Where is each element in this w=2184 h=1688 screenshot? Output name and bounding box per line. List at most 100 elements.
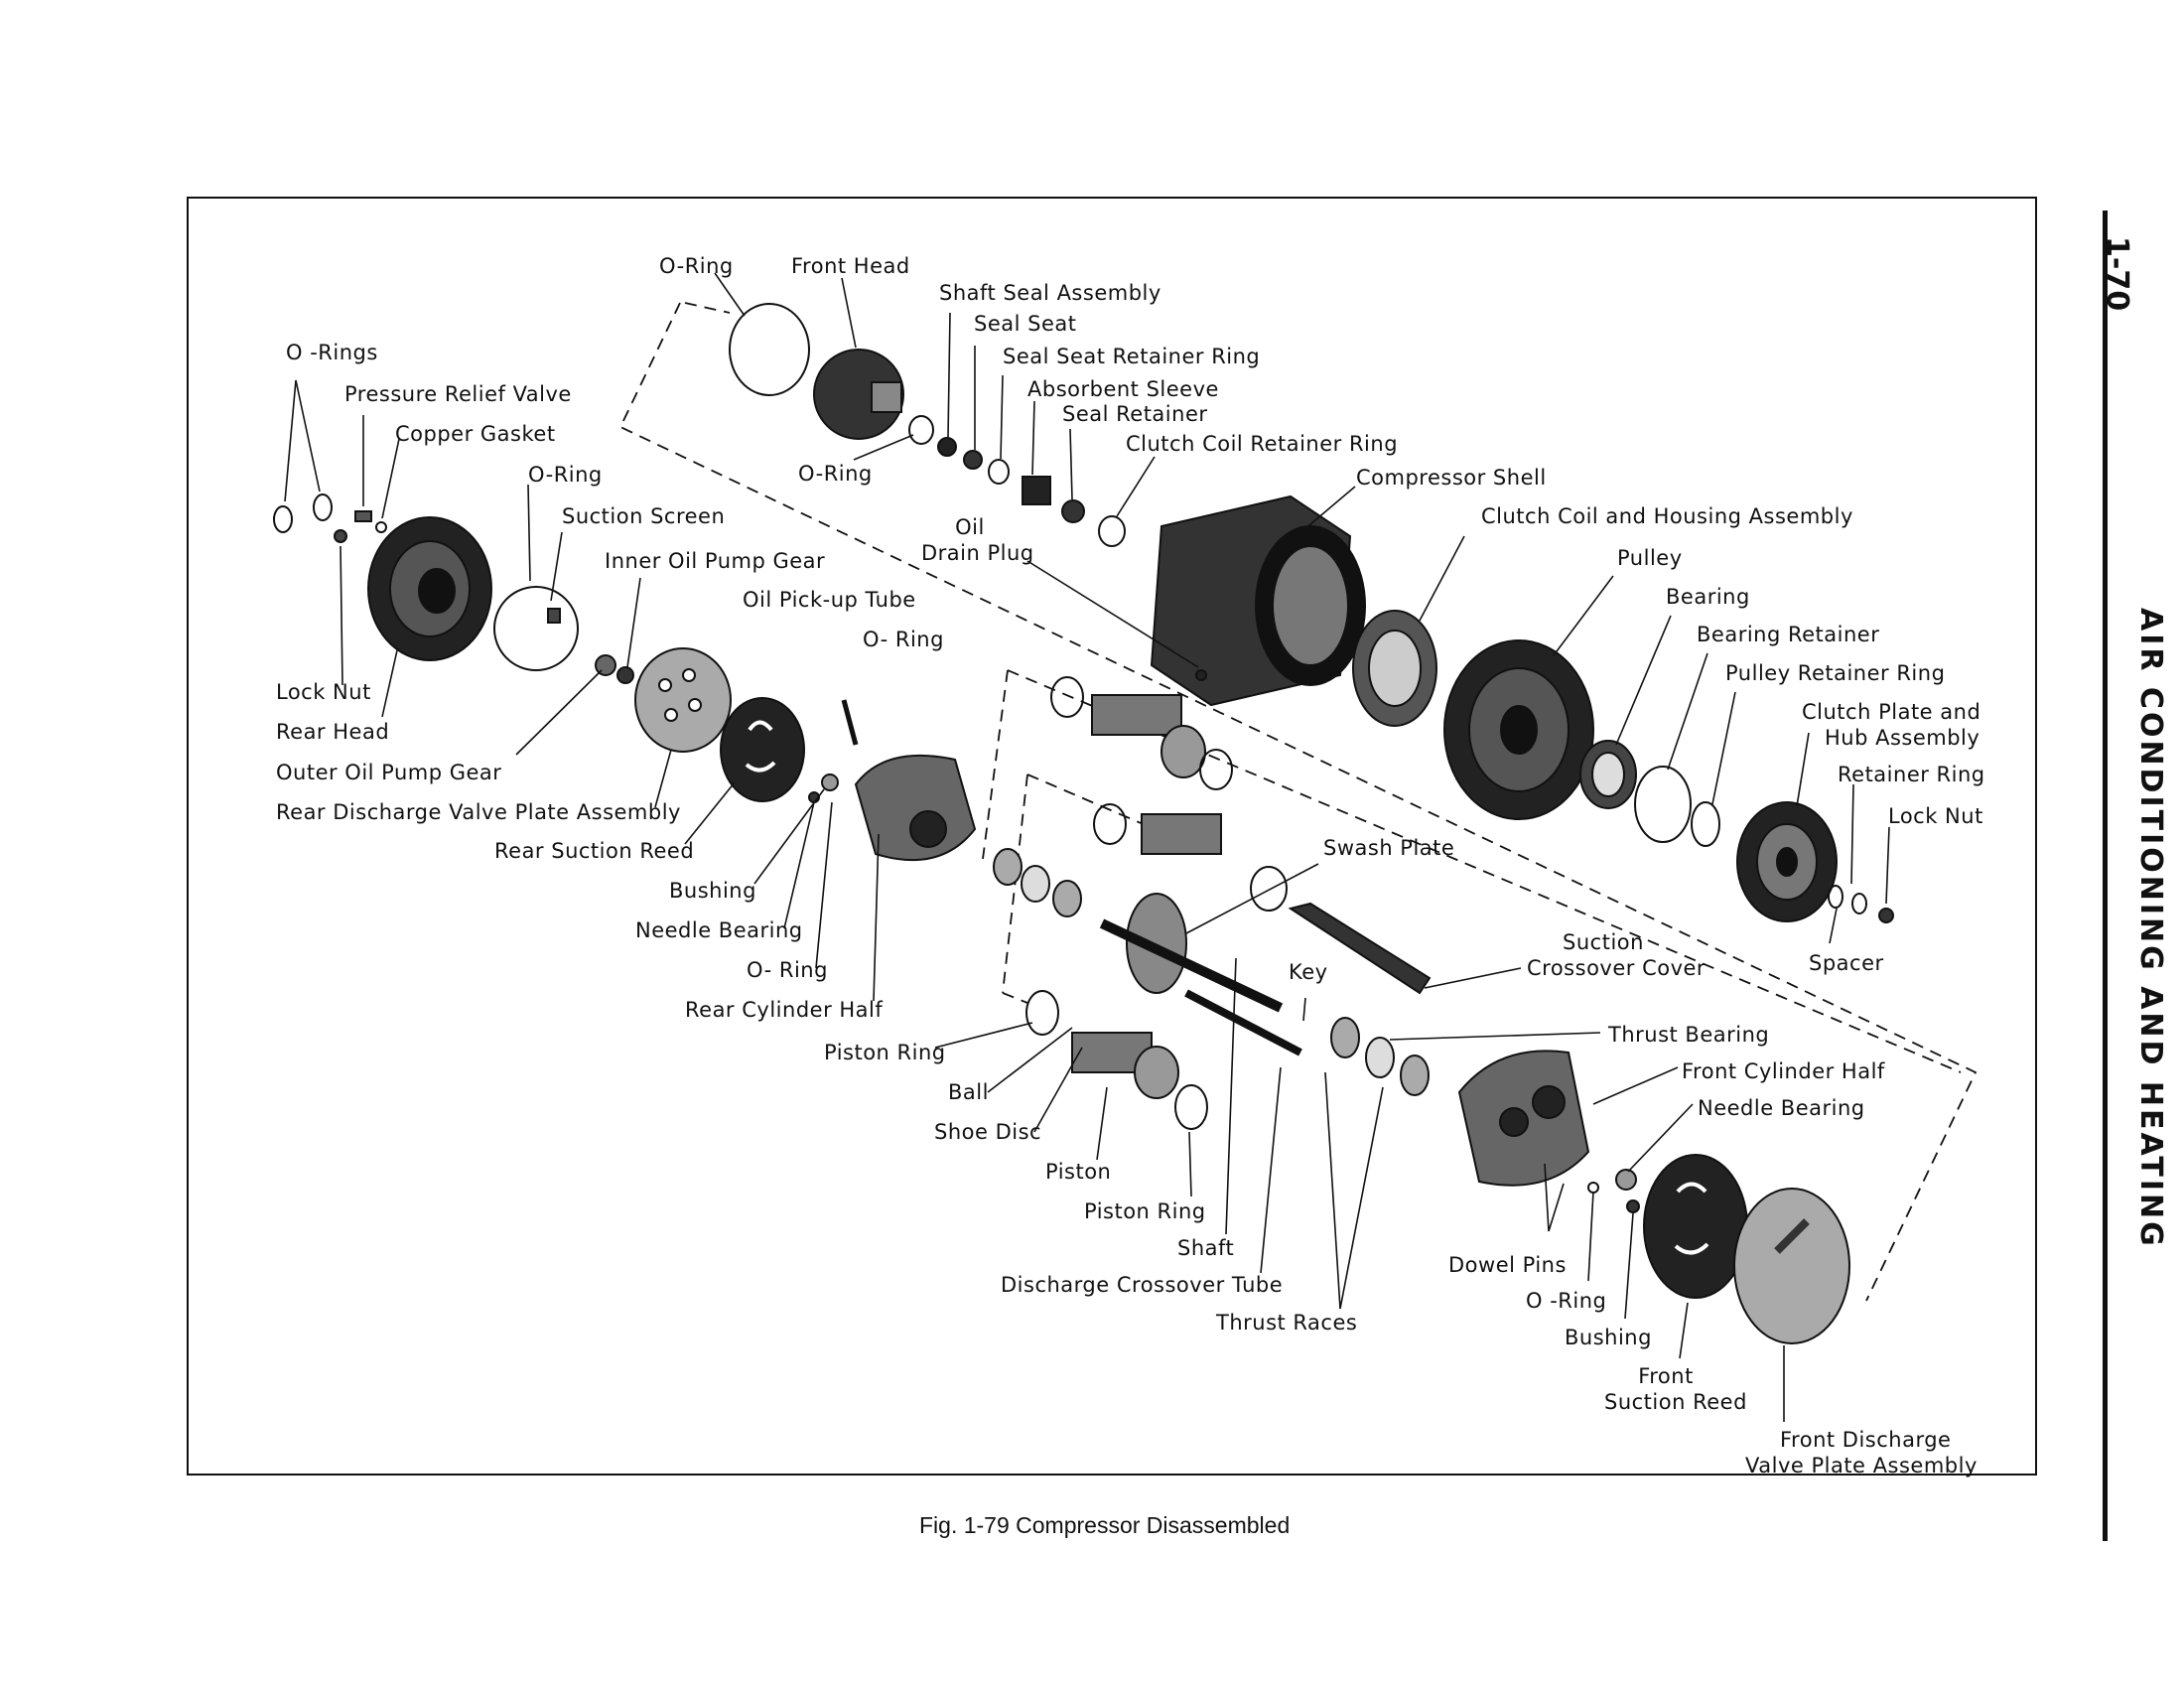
oil-pickup-tube-part xyxy=(841,699,859,746)
label-o-ring-rear-head: O-Ring xyxy=(528,463,603,487)
label-o-ring-front-head: O-Ring xyxy=(659,254,734,278)
label-absorbent-sleeve: Absorbent Sleeve xyxy=(1027,377,1219,401)
label-seal-retainer: Seal Retainer xyxy=(1062,402,1208,426)
suction-crossover-cover-part xyxy=(1288,902,1432,995)
label-lock-nut-front: Lock Nut xyxy=(1888,804,1983,828)
label-o-ring-front: O -Ring xyxy=(1526,1289,1607,1313)
seal-seat-part xyxy=(963,450,983,470)
o-ring-front-head xyxy=(729,303,810,396)
rear-cylinder-half-part xyxy=(854,754,977,862)
leader-lines xyxy=(284,272,1890,1422)
label-o-ring-rear-cyl: O- Ring xyxy=(747,958,828,982)
label-key: Key xyxy=(1289,960,1328,984)
seal-seat-retainer-ring-part xyxy=(988,459,1010,485)
label-clutch-coil-retainer-ring: Clutch Coil Retainer Ring xyxy=(1126,432,1399,456)
label-front-cylinder-half: Front Cylinder Half xyxy=(1682,1059,1885,1083)
label-bearing: Bearing xyxy=(1666,585,1750,609)
label-piston-ring-upper: Piston Ring xyxy=(824,1041,946,1064)
rear-thrust-races xyxy=(993,848,1082,917)
discharge-crossover-tube-part xyxy=(1184,989,1302,1056)
upper-pistons xyxy=(1050,676,1288,912)
label-lock-nut-rear: Lock Nut xyxy=(276,680,371,704)
seal-retainer-part xyxy=(1061,499,1085,523)
pulley-retainer-ring-part xyxy=(1691,801,1720,847)
drain-plug-part xyxy=(1195,669,1207,681)
pulley-part xyxy=(1443,639,1594,820)
inner-oil-pump-gear-part xyxy=(616,666,634,684)
label-pressure-relief-valve: Pressure Relief Valve xyxy=(344,382,572,406)
label-suction-reed: Suction Reed xyxy=(1604,1390,1747,1414)
rear-discharge-valve-plate xyxy=(634,647,732,753)
clutch-plate-hub-part xyxy=(1736,801,1838,922)
assembly-guide-lines xyxy=(618,302,1978,1302)
label-piston: Piston xyxy=(1045,1160,1112,1184)
front-head-part xyxy=(813,349,904,440)
margin-rule xyxy=(2103,211,2108,1541)
label-rear-cylinder-half: Rear Cylinder Half xyxy=(685,998,884,1022)
label-o-ring-pickup: O- Ring xyxy=(863,628,944,651)
label-discharge-crossover-tube: Discharge Crossover Tube xyxy=(1001,1273,1284,1297)
shaft-seal-part xyxy=(937,437,957,457)
label-shaft: Shaft xyxy=(1177,1236,1235,1260)
label-o-rings: O -Rings xyxy=(286,341,378,364)
lower-pistons xyxy=(1025,990,1208,1130)
label-crossover-cover: Crossover Cover xyxy=(1527,956,1706,980)
lock-nut-front-part xyxy=(1878,908,1894,923)
page-number: 1-70 xyxy=(2100,236,2134,312)
label-oil: Oil xyxy=(955,515,985,539)
pressure-relief-valve-part xyxy=(354,510,372,522)
suction-screen-part xyxy=(547,608,561,624)
front-thrust-races xyxy=(1330,1017,1430,1096)
label-copper-gasket: Copper Gasket xyxy=(395,422,556,446)
label-hub-assembly: Hub Assembly xyxy=(1825,726,1980,750)
bearing-part xyxy=(1579,740,1637,809)
absorbent-sleeve-part xyxy=(1022,476,1051,505)
label-oil-pickup-tube: Oil Pick-up Tube xyxy=(743,588,916,612)
label-rear-discharge-valve-plate: Rear Discharge Valve Plate Assembly xyxy=(276,800,681,824)
label-rear-suction-reed: Rear Suction Reed xyxy=(494,839,695,863)
label-swash-plate: Swash Plate xyxy=(1323,836,1455,860)
label-compressor-shell: Compressor Shell xyxy=(1356,466,1547,490)
label-clutch-plate-and: Clutch Plate and xyxy=(1802,700,1981,724)
label-pulley-retainer-ring: Pulley Retainer Ring xyxy=(1725,661,1946,685)
label-needle-bearing-rear: Needle Bearing xyxy=(635,918,803,942)
label-bushing-rear: Bushing xyxy=(669,879,756,903)
label-rear-head: Rear Head xyxy=(276,720,390,744)
rear-o-rings xyxy=(273,493,333,533)
label-pulley: Pulley xyxy=(1617,546,1683,570)
spacer-part xyxy=(1828,885,1843,909)
label-spacer: Spacer xyxy=(1809,951,1884,975)
label-front-head: Front Head xyxy=(791,254,910,278)
label-thrust-races: Thrust Races xyxy=(1216,1311,1358,1335)
label-outer-oil-pump-gear: Outer Oil Pump Gear xyxy=(276,761,502,784)
label-bushing-front: Bushing xyxy=(1565,1326,1652,1349)
label-drain-plug: Drain Plug xyxy=(921,541,1034,565)
clutch-coil-housing-part xyxy=(1352,610,1437,727)
label-front-discharge: Front Discharge xyxy=(1780,1428,1952,1452)
compressor-shell-part xyxy=(1150,494,1366,707)
o-ring-front-head-small xyxy=(908,415,934,445)
bushing-rear-part xyxy=(821,774,839,791)
label-suction-screen: Suction Screen xyxy=(562,504,726,528)
lock-nut-rear-part xyxy=(334,529,347,543)
label-shoe-disc: Shoe Disc xyxy=(934,1120,1042,1144)
label-seal-seat: Seal Seat xyxy=(974,312,1077,336)
clutch-coil-retainer-ring-part xyxy=(1098,515,1126,547)
front-suction-reed xyxy=(1643,1154,1748,1299)
figure-frame xyxy=(187,197,2037,1476)
rear-suction-reed xyxy=(720,697,805,802)
retainer-ring-part xyxy=(1851,893,1867,914)
label-front: Front xyxy=(1638,1364,1694,1388)
dowel-pin-o-ring-part xyxy=(1587,1182,1599,1194)
label-clutch-coil-housing: Clutch Coil and Housing Assembly xyxy=(1481,504,1853,528)
label-needle-bearing-front: Needle Bearing xyxy=(1698,1096,1865,1120)
label-o-ring-front-head-small: O-Ring xyxy=(798,462,873,486)
needle-bearing-front-part xyxy=(1615,1169,1637,1191)
label-valve-plate-assembly: Valve Plate Assembly xyxy=(1745,1454,1978,1477)
label-seal-seat-retainer-ring: Seal Seat Retainer Ring xyxy=(1003,345,1261,368)
label-bearing-retainer: Bearing Retainer xyxy=(1697,623,1880,646)
label-inner-oil-pump-gear: Inner Oil Pump Gear xyxy=(605,549,826,573)
front-discharge-valve-plate xyxy=(1733,1188,1850,1344)
bearing-retainer-part xyxy=(1634,766,1692,843)
